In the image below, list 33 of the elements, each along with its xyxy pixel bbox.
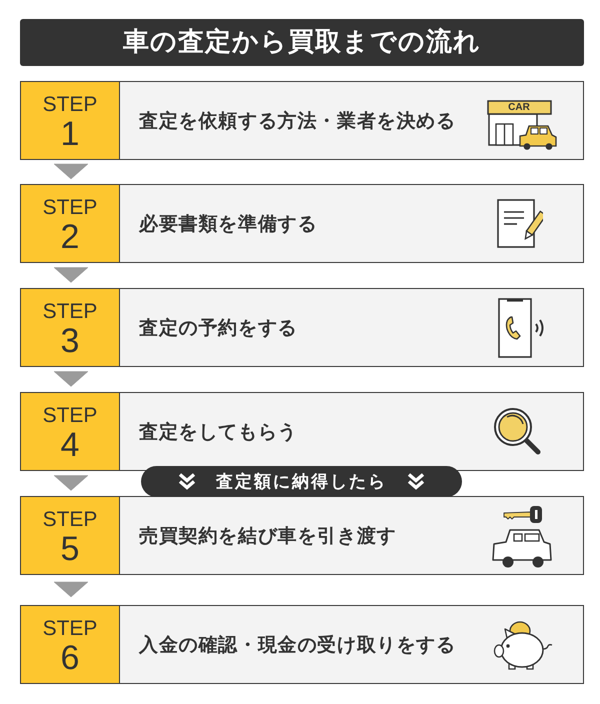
step-number: 5 [60,530,80,568]
step-description: 必要書類を準備する [139,212,318,236]
step-box [20,81,584,160]
step-description: 売買契約を結び車を引き渡す [139,524,396,548]
step-number: 1 [60,115,80,153]
step-number: 2 [60,218,80,256]
step-label: STEP [42,197,98,219]
step-box [20,184,584,263]
step-label: STEP [42,94,98,116]
step-label: STEP [42,509,98,531]
flow-arrow [54,371,88,387]
step-description: 査定を依頼する方法・業者を決める [139,108,456,132]
step-description: 査定の予約をする [139,316,298,340]
flow-arrow [54,267,88,283]
flow-arrow [54,164,88,180]
step-number: 6 [60,639,80,677]
condition-pill [141,466,462,497]
step-box [20,605,584,684]
step-box [20,288,584,367]
step-box [20,496,584,575]
step-box [20,392,584,471]
flow-arrow [54,582,88,598]
sign-label: CAR [507,100,531,114]
step-number: 4 [60,426,80,464]
step-description: 入金の確認・現金の受け取りをする [139,632,456,656]
step-number: 3 [60,322,80,360]
flow-arrow [54,475,88,491]
title-banner: 車の査定から買取までの流れ [20,19,584,66]
step-label: STEP [42,405,98,427]
step-label: STEP [42,301,98,323]
step-label: STEP [42,618,98,640]
step-description: 査定をしてもらう [139,420,298,444]
condition-label: 査定額に納得したら [216,470,387,492]
